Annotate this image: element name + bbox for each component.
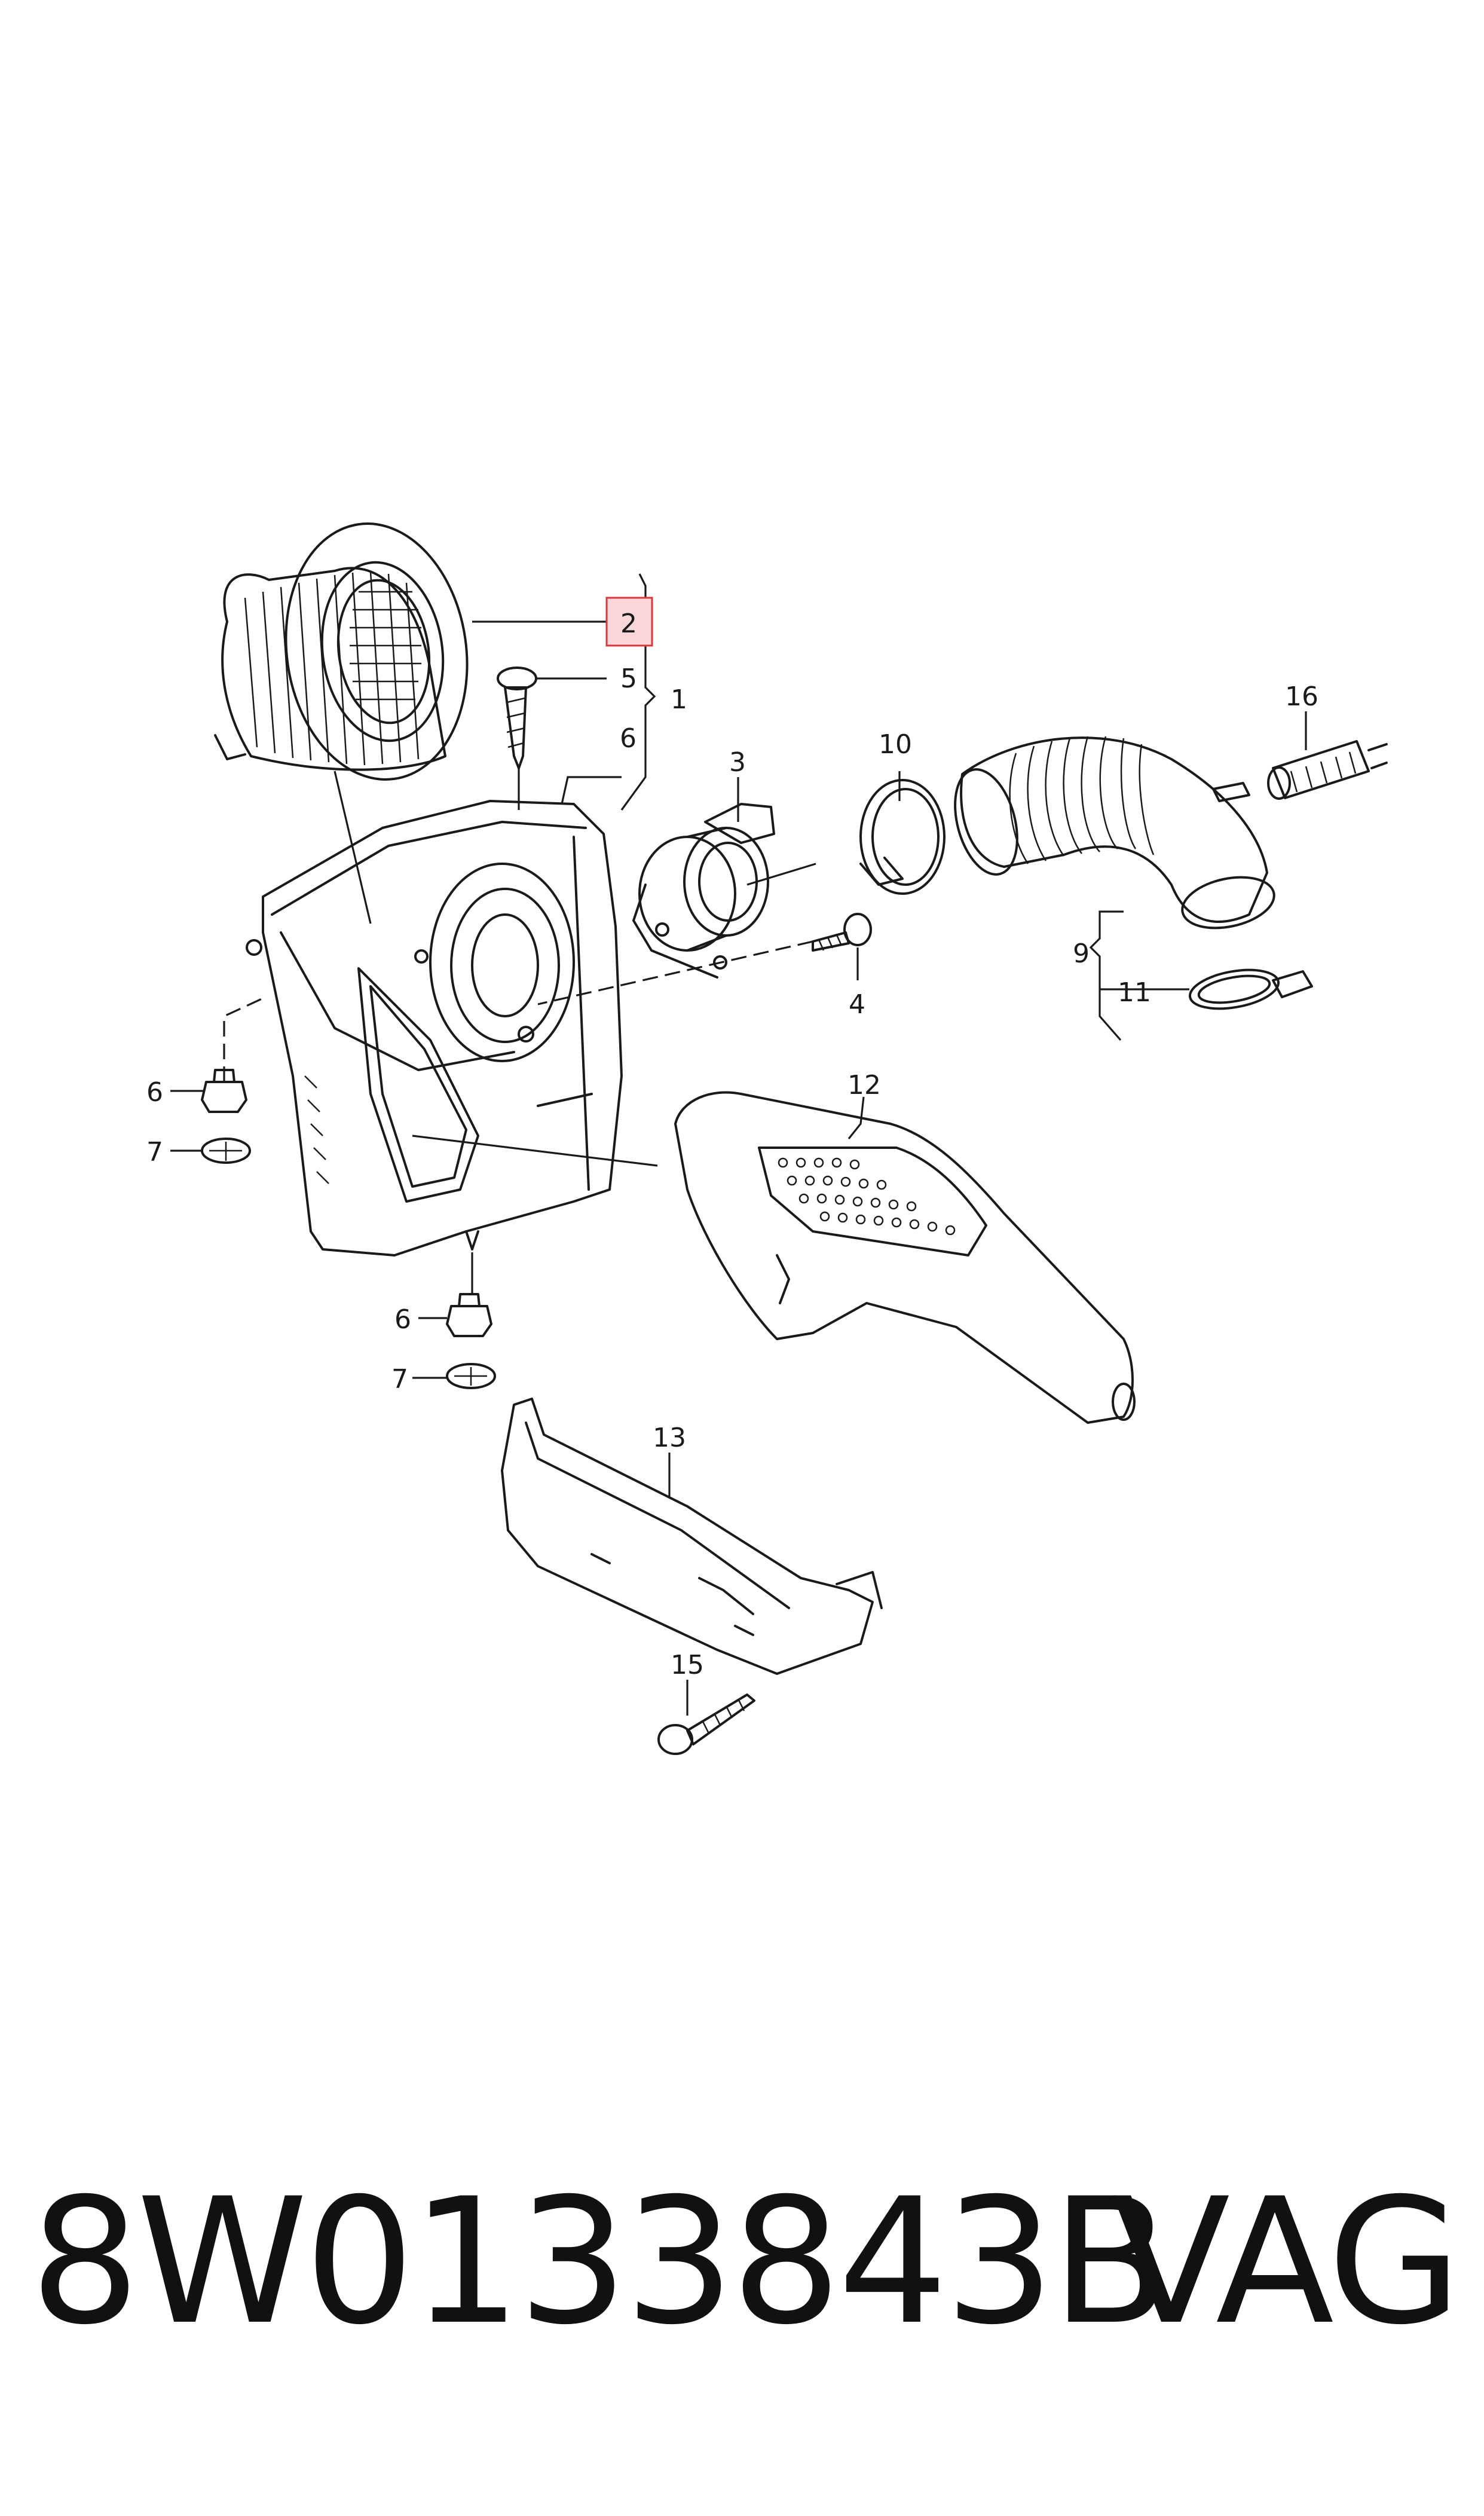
nut-7-bottom[interactable] [446, 1363, 496, 1389]
hose-16[interactable] [1267, 740, 1388, 800]
callout-6-left[interactable]: 6 [146, 1077, 163, 1108]
callout-4[interactable]: 4 [849, 989, 865, 1020]
callout-2[interactable]: 2 [620, 609, 637, 639]
air-filter-housing[interactable] [246, 800, 623, 1257]
air-filter-element[interactable] [214, 512, 483, 791]
callout-5[interactable]: 5 [620, 664, 637, 694]
leader-lines [170, 573, 1307, 1716]
callout-7-left[interactable]: 7 [146, 1137, 163, 1167]
callout-10[interactable]: 10 [879, 729, 912, 760]
air-duct-12[interactable] [674, 1091, 1136, 1424]
bracket-13[interactable] [501, 1398, 883, 1675]
screw-4[interactable] [812, 913, 872, 952]
callout-6-bottom[interactable]: 6 [394, 1304, 411, 1335]
callout-15[interactable]: 15 [671, 1650, 704, 1680]
screw-15[interactable] [657, 1693, 755, 1755]
callout-16[interactable]: 16 [1285, 681, 1318, 712]
intake-hose[interactable] [944, 736, 1278, 936]
hose-clamp-11[interactable] [1187, 964, 1313, 1014]
callout-3[interactable]: 3 [729, 747, 746, 778]
brand-caption: VAG [1112, 2162, 1462, 2363]
callout-1[interactable]: 1 [671, 684, 687, 715]
screw-5[interactable] [497, 667, 537, 769]
callout-2-highlight [605, 597, 653, 647]
callout-6-top[interactable]: 6 [620, 723, 637, 754]
callout-12[interactable]: 12 [847, 1070, 881, 1100]
grommet-6-left[interactable] [201, 1069, 247, 1113]
part-number-caption: 8W0133843B [30, 2162, 1170, 2363]
air-mass-meter[interactable] [632, 803, 775, 979]
hose-clamp-10[interactable] [859, 779, 946, 895]
callout-numbers: 2 5 1 6 3 10 16 4 9 11 12 6 7 6 7 13 15 [146, 609, 1318, 1680]
callout-7-bottom[interactable]: 7 [391, 1364, 408, 1395]
grommet-6-bottom[interactable] [446, 1293, 492, 1337]
nut-7-left[interactable] [201, 1138, 251, 1164]
callout-11[interactable]: 11 [1118, 977, 1151, 1008]
callout-9[interactable]: 9 [1073, 938, 1090, 969]
callout-13[interactable]: 13 [653, 1423, 686, 1453]
